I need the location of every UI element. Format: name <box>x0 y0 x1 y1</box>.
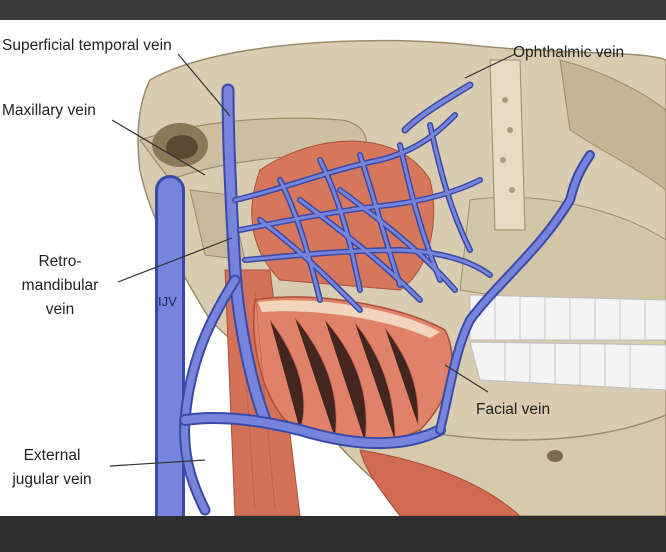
label-maxillary-vein: Maxillary vein <box>2 102 96 119</box>
vein-anatomy-illustration: Superficial temporal vein Maxillary vein… <box>2 37 666 516</box>
labels: Superficial temporal vein Maxillary vein… <box>2 37 624 488</box>
label-retro-line2: mandibular <box>22 277 99 294</box>
label-external-line2: jugular vein <box>11 471 91 488</box>
label-retro-line3: vein <box>46 301 74 318</box>
anatomy-figure: Superficial temporal vein Maxillary vein… <box>0 20 666 516</box>
label-external-line1: External <box>24 447 81 464</box>
label-facial-vein: Facial vein <box>476 401 550 418</box>
label-superficial-temporal-vein: Superficial temporal vein <box>2 37 172 54</box>
label-retro-line1: Retro- <box>38 253 81 270</box>
label-ophthalmic-vein: Ophthalmic vein <box>513 44 624 61</box>
label-ijv: IJV <box>158 294 177 309</box>
bottom-bar <box>0 516 666 552</box>
leader-lines <box>109 53 516 467</box>
